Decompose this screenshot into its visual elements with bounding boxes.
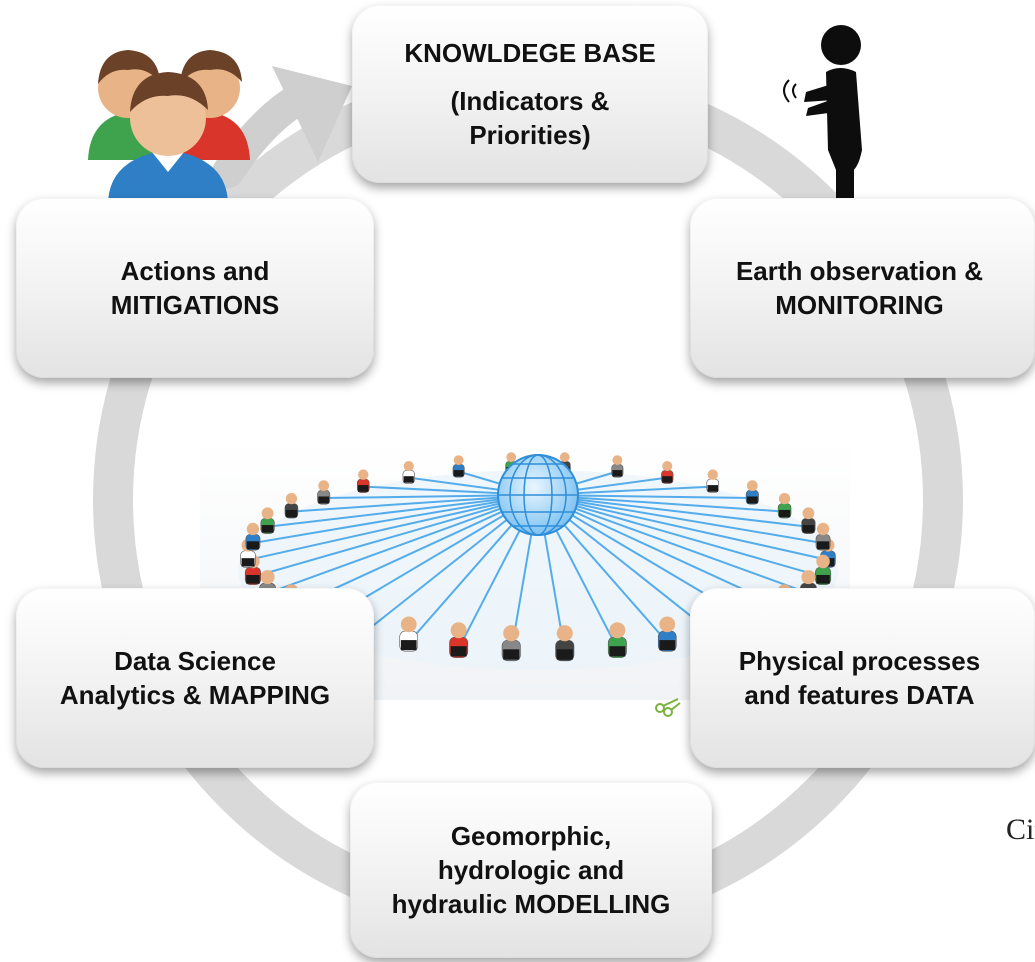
person-with-phone-icon [783,25,862,220]
network-person-icon [245,522,261,551]
actions-label-line1: Actions and [120,256,270,286]
actions-mitigations-box: Actions and MITIGATIONS [16,198,374,378]
network-person-icon [777,493,792,519]
earth-observation-label-line2: MONITORING [775,290,944,320]
knowledge-base-subtitle-line1: (Indicators & [450,86,610,116]
network-spoke [537,494,829,561]
network-person-icon [815,554,832,585]
cycle-arrow [212,66,352,188]
network-person-icon [449,622,469,658]
network-person-icon [356,469,370,493]
physical-processes-label-line1: Physical processes [738,646,981,676]
data-science-label-line2: Analytics & MAPPING [59,680,331,710]
data-science-box: Data Science Analytics & MAPPING [16,588,374,768]
globe-icon [497,454,579,536]
network-person-icon [661,461,674,484]
network-spoke [267,494,539,528]
knowledge-base-box: KNOWLDEGE BASE (Indicators & Priorities) [352,5,708,183]
network-person-icon [260,507,275,534]
knowledge-base-subtitle-line2: Priorities) [469,120,591,150]
actions-label-line2: MITIGATIONS [110,290,280,320]
data-science-label-line1: Data Science [114,646,276,676]
modelling-label-line1: Geomorphic, [450,821,612,851]
network-person-icon [745,480,759,505]
scissors-icon [655,698,681,717]
network-person-icon [501,625,521,662]
network-spoke [537,494,809,528]
network-spoke [252,494,539,578]
network-person-icon [284,493,299,519]
network-spoke [267,494,539,595]
earth-observation-label-line1: Earth observation & [735,256,984,286]
network-person-icon [801,507,816,534]
network-person-icon [317,480,331,505]
physical-processes-box: Physical processes and features DATA [690,588,1035,768]
network-person-icon [815,522,831,551]
modelling-label-line3: hydraulic MODELLING [391,889,671,919]
modelling-label-line2: hydrologic and [437,855,625,885]
network-person-icon [706,469,720,493]
network-spoke [291,494,539,513]
earth-observation-box: Earth observation & MONITORING [690,198,1035,378]
network-spoke [537,494,785,513]
network-spoke [252,494,539,545]
network-person-icon [611,455,624,478]
network-spoke [537,494,824,578]
network-person-icon [402,461,415,484]
users-group-icon [88,50,250,205]
network-person-icon [607,622,627,658]
network-person-icon [399,616,419,652]
network-person-icon [555,625,575,662]
network-spoke [537,494,824,545]
network-spoke [537,494,809,595]
knowledge-base-title: KNOWLDEGE BASE [404,38,656,68]
physical-processes-label-line2: and features DATA [744,680,975,710]
network-person-icon [657,616,677,652]
network-person-icon [452,455,465,478]
modelling-box: Geomorphic, hydrologic and hydraulic MOD… [350,782,712,958]
network-spoke [247,494,539,561]
citizen-partial-text: Citize [1006,813,1035,846]
